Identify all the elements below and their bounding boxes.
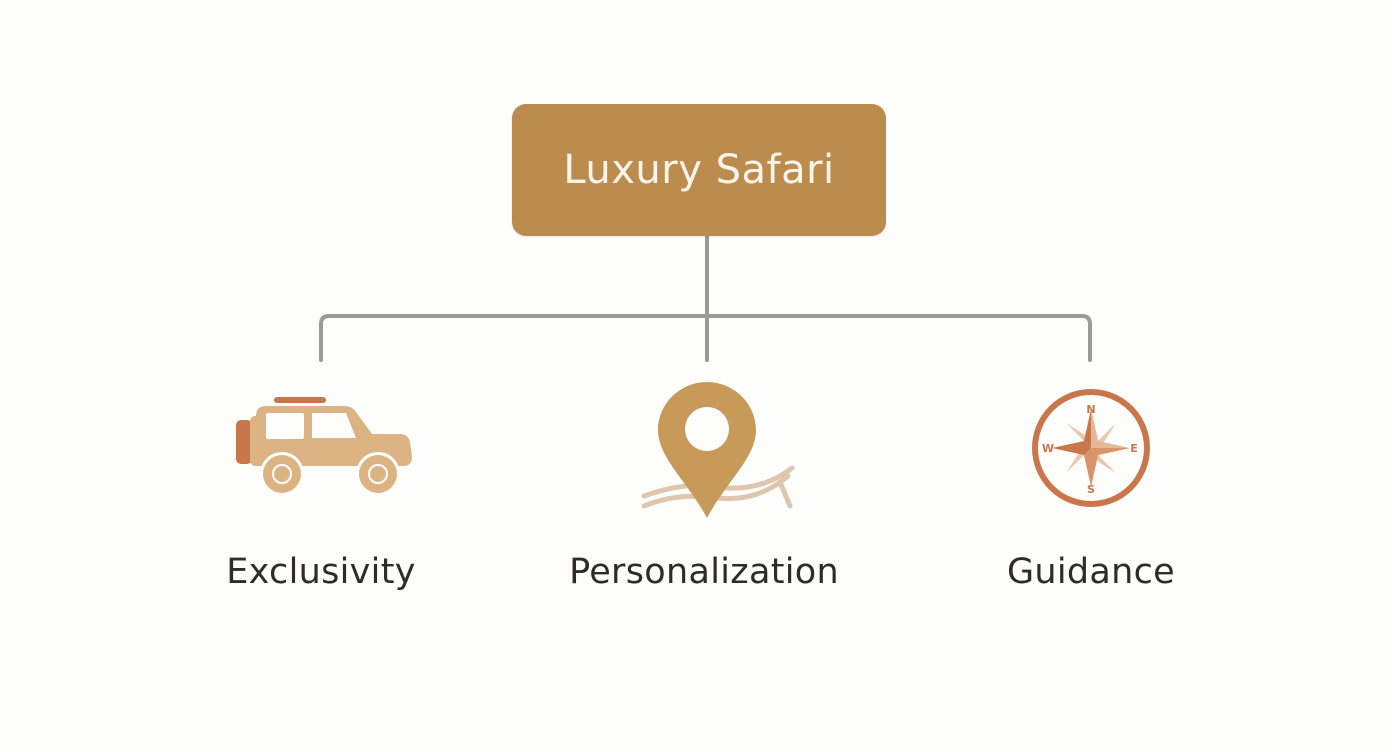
root-node-label: Luxury Safari (563, 147, 835, 193)
compass-letter-n: N (1086, 403, 1095, 416)
map-pin-icon (641, 382, 795, 518)
safari-jeep-icon (236, 397, 412, 496)
compass-letter-s: S (1087, 483, 1095, 496)
child-label-guidance: Guidance (1006, 552, 1176, 592)
compass-icon: N E S W (1032, 389, 1150, 507)
compass-letter-w: W (1042, 442, 1054, 455)
root-node-luxury-safari: Luxury Safari (512, 104, 886, 236)
compass-letter-e: E (1130, 442, 1138, 455)
child-label-personalization: Personalization (569, 552, 839, 592)
child-label-exclusivity: Exclusivity (226, 552, 416, 592)
